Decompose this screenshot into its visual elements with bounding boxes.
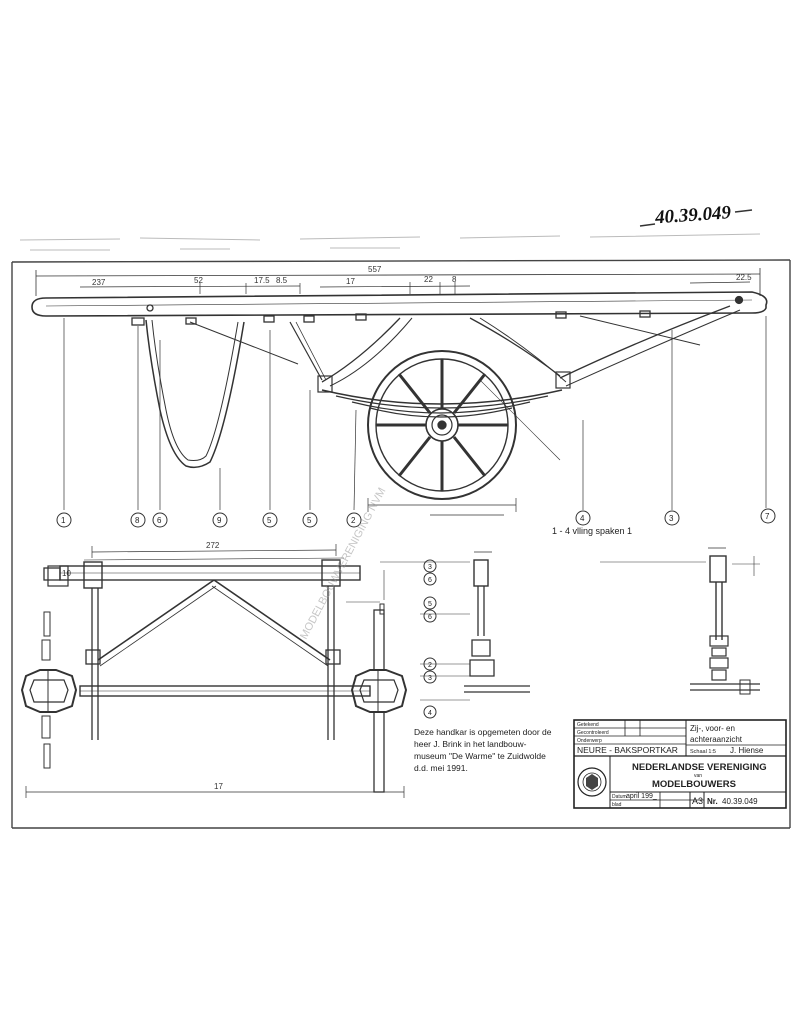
- tb-label-checked: Gecontroleerd: [577, 730, 609, 736]
- svg-text:2: 2: [351, 516, 356, 525]
- rear-view-detail: [420, 547, 760, 701]
- spoke-label: 1 - 4 vlling spaken 1: [552, 526, 632, 536]
- dim-b: 52: [194, 276, 203, 285]
- svg-text:7: 7: [765, 512, 770, 521]
- dim-d: 8.5: [276, 276, 288, 285]
- dim-g: 8: [452, 275, 457, 284]
- tb-view-title-2: achteraanzicht: [690, 735, 743, 744]
- title-block-texts: Getekend Gecontroleerd Onderwerp NEURE -…: [577, 722, 767, 808]
- note-line-3: museum "De Warme" te Zuidwolde: [414, 751, 546, 761]
- note-line-2: heer J. Brink in het landbouw-: [414, 739, 527, 749]
- svg-text:9: 9: [217, 516, 222, 525]
- tb-drawn-by: J. Hiense: [730, 746, 764, 755]
- callout-6: 6: [152, 512, 168, 528]
- side-callout-3: 3: [423, 559, 437, 573]
- tb-association-line1: NEDERLANDSE VERENIGING: [632, 762, 767, 773]
- dim-overall: 557: [368, 265, 382, 274]
- svg-text:4: 4: [428, 710, 432, 717]
- front-view: [20, 544, 420, 798]
- watermark: MODELBOUWVERENIGING NVM: [298, 486, 388, 642]
- tb-view-title-1: Zij-, voor- en: [690, 724, 735, 733]
- svg-text:1: 1: [61, 516, 66, 525]
- dim-c: 17.5: [254, 276, 270, 285]
- tb-number-label: Nr.: [707, 797, 718, 806]
- callout-8: 8: [130, 512, 146, 528]
- svg-text:8: 8: [135, 516, 140, 525]
- tb-association-line2: MODELBOUWERS: [652, 779, 736, 790]
- callout-2: 2: [346, 512, 362, 528]
- part-callouts: 1 8 6 9 5 5 2 4 3 7: [56, 508, 776, 528]
- dim-axle-width: 272: [206, 541, 220, 550]
- svg-text:3: 3: [669, 514, 674, 523]
- side-callout-5: 5: [423, 596, 437, 610]
- side-callouts: 3 6 5 6 2 3 4: [423, 559, 437, 719]
- tb-number: 40.39.049: [722, 797, 758, 806]
- tb-association-van: van: [694, 773, 702, 779]
- callout-9: 9: [212, 512, 228, 528]
- svg-text:2: 2: [428, 662, 432, 669]
- svg-text:3: 3: [428, 564, 432, 571]
- drawing-frame: [11, 259, 791, 829]
- handwritten-drawing-number: 40.39.049: [653, 202, 732, 228]
- top-dimensions: 557 237 52 17.5 8.5 17 22 8 22.5: [92, 265, 752, 287]
- dim-side-height: 10: [62, 569, 71, 578]
- title-block: [573, 719, 787, 809]
- svg-text:5: 5: [267, 516, 272, 525]
- front-view-dimensions: 272 17 10: [62, 541, 223, 791]
- callout-3: 3: [664, 510, 680, 526]
- svg-text:5: 5: [428, 601, 432, 608]
- side-view: [31, 268, 768, 516]
- dim-f: 22: [424, 275, 433, 284]
- svg-text:4: 4: [580, 514, 585, 523]
- dim-h: 22.5: [736, 273, 752, 282]
- svg-text:6: 6: [428, 577, 432, 584]
- tb-label-drawn: Getekend: [577, 722, 599, 728]
- callout-5b: 5: [302, 512, 318, 528]
- side-callout-6b: 6: [423, 609, 437, 623]
- tb-date-value: april 199_: [626, 793, 657, 800]
- callout-1: 1: [56, 512, 72, 528]
- measurement-note: Deze handkar is opgemeten door de heer J…: [414, 726, 574, 774]
- side-callout-3b: 3: [423, 670, 437, 684]
- svg-text:3: 3: [428, 675, 432, 682]
- side-callout-4: 4: [423, 705, 437, 719]
- tb-label-name: Onderwerp: [577, 738, 602, 744]
- side-callout-2: 2: [423, 657, 437, 671]
- note-line-1: Deze handkar is opgemeten door de: [414, 727, 552, 737]
- side-callout-6a: 6: [423, 572, 437, 586]
- scan-noise: [19, 233, 761, 251]
- svg-text:5: 5: [307, 516, 312, 525]
- tb-date-label: Datum: [612, 794, 627, 800]
- tb-subject: NEURE - BAKSPORTKAR: [577, 745, 678, 755]
- callout-4: 4: [575, 510, 591, 526]
- tb-scale: Schaal 1:5: [690, 749, 716, 755]
- dim-a: 237: [92, 278, 106, 287]
- svg-text:6: 6: [428, 614, 432, 621]
- note-line-4: d.d. mei 1991.: [414, 763, 468, 773]
- tb-sheet-label: blad: [612, 802, 622, 808]
- dim-e: 17: [346, 277, 355, 286]
- callout-7: 7: [760, 508, 776, 524]
- callout-5a: 5: [262, 512, 278, 528]
- tb-format: A3: [692, 796, 703, 806]
- svg-text:6: 6: [157, 516, 162, 525]
- dim-overall-width: 17: [214, 782, 223, 791]
